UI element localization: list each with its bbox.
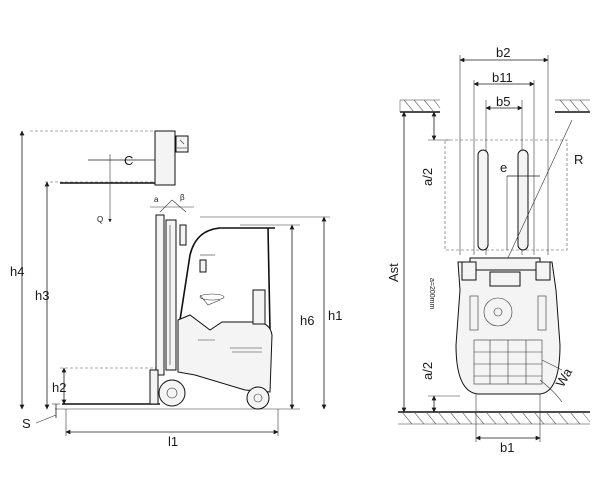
- a-half-top-label: a/2: [420, 168, 435, 186]
- b2-label: b2: [496, 45, 510, 60]
- steering-wheel: [199, 293, 225, 301]
- mast: [155, 214, 187, 376]
- top-wall: [399, 99, 591, 113]
- raised-carriage: [60, 130, 189, 186]
- s-label: S: [22, 416, 31, 431]
- h3-label: h3: [35, 288, 49, 303]
- q-label: Q: [97, 215, 103, 224]
- h6-label: h6: [300, 313, 314, 328]
- fork-right: [517, 149, 529, 251]
- truck-top-body: [455, 257, 561, 395]
- h2-label: h2: [52, 380, 66, 395]
- truck-body: [177, 289, 273, 393]
- b5-label: b5: [496, 94, 510, 109]
- b11-label: b11: [492, 70, 513, 85]
- a-half-bottom-label: a/2: [420, 362, 435, 380]
- side-view: h4 h3 h2 S l1 h6 h1: [10, 130, 342, 449]
- ast-label: Ast: [386, 263, 401, 282]
- a-small-label: a: [154, 195, 159, 204]
- b1-label: b1: [500, 440, 514, 455]
- fork-left: [477, 149, 489, 251]
- beta-label: β: [180, 193, 185, 202]
- overhead-guard: [179, 227, 275, 331]
- rear-wheel: [246, 386, 270, 410]
- front-wheel: [158, 379, 186, 407]
- bottom-wall: [398, 411, 591, 425]
- r-label: R: [574, 152, 583, 167]
- l1-label: l1: [168, 434, 178, 449]
- h4-label: h4: [10, 264, 24, 279]
- c-label: C: [124, 153, 133, 168]
- top-view: Ast a/2 a=200mm a/2 b2 b11 b5 e: [386, 45, 591, 455]
- turning-radius-line: [506, 119, 573, 261]
- a-200-label: a=200mm: [428, 278, 435, 309]
- pallet-outline: [444, 139, 568, 251]
- e-label: e: [500, 160, 507, 175]
- h1-label: h1: [328, 308, 342, 323]
